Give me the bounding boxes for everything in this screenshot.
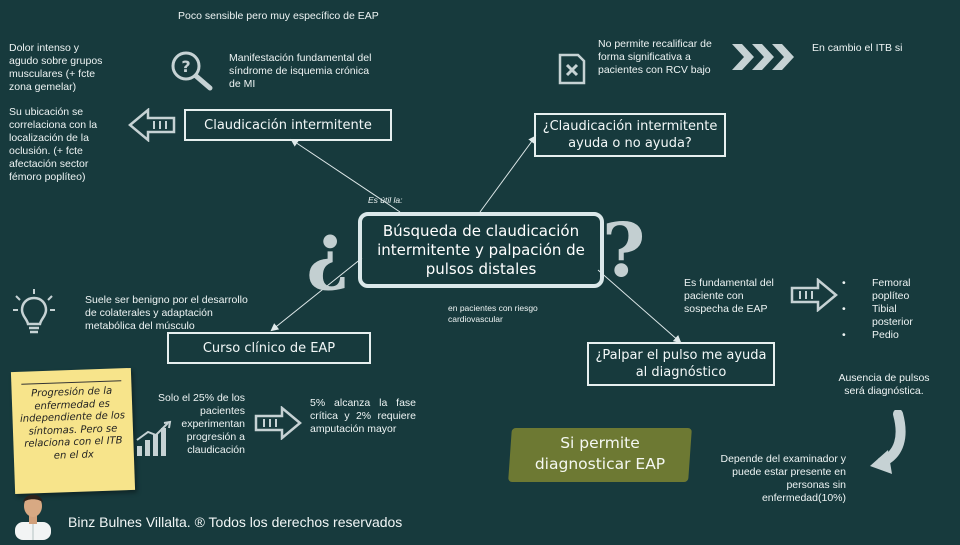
inverted-question-mark: ¿ (306, 208, 350, 294)
pulso-box: ¿Palpar el pulso me ayuda al diagnóstico (587, 342, 775, 386)
svg-text:?: ? (181, 57, 190, 76)
footer-copyright: Binz Bulnes Villalta. ® Todos los derech… (68, 514, 403, 530)
claudicacion-box: Claudicación intermitente (184, 109, 392, 141)
center-prefix: Es útil la: (368, 195, 403, 205)
sticky-note-text: Progresión de la enfermedad es independi… (19, 385, 126, 462)
left-arrow-icon (128, 107, 176, 147)
list-item: Tibial posterior (842, 303, 922, 329)
center-topic: Búsqueda de claudicación intermitente y … (358, 212, 604, 288)
pulso-depende: Depende del examinador y puede estar pre… (720, 453, 847, 504)
question-magnifier-icon: ? (168, 48, 216, 97)
center-suffix: en pacientes con riesgo cardiovascular (448, 303, 538, 324)
curved-arrow-icon (856, 409, 912, 487)
ayuda-itb: En cambio el ITB si (812, 42, 903, 54)
connector-claudicacion (290, 138, 401, 213)
lightbulb-icon (12, 288, 56, 345)
right-arrow-icon (254, 405, 302, 445)
claudicacion-manifest: Manifestación fundamental del síndrome d… (229, 52, 372, 90)
list-item: Femoral poplíteo (842, 277, 922, 303)
pulso-si-permite: Si permite diagnosticar EAP (534, 434, 666, 473)
right-arrow-icon-2 (790, 277, 838, 317)
growth-chart-icon (134, 420, 174, 463)
x-document-icon (556, 52, 588, 91)
triple-chevron-icon (730, 40, 798, 79)
top-note: Poco sensible pero muy específico de EAP (178, 10, 379, 22)
list-item: Pedio (842, 329, 922, 342)
pulso-ausencia: Ausencia de pulsos será diagnóstica. (838, 372, 930, 397)
curso-benigno: Suele ser benigno por el desarrollo de c… (85, 294, 248, 332)
curso-solo25: Solo el 25% de los pacientes experimenta… (158, 392, 245, 456)
pulso-fundamental: Es fundamental del paciente con sospecha… (684, 277, 774, 315)
curso-box: Curso clínico de EAP (167, 332, 371, 364)
pulso-list: Femoral poplíteo Tibial posterior Pedio (842, 277, 922, 342)
connector-ayuda (479, 135, 537, 213)
claudicacion-dolor: Dolor intenso y agudo sobre grupos muscu… (9, 42, 103, 93)
sticky-note: Progresión de la enfermedad es independi… (10, 367, 136, 495)
claudicacion-ubicacion: Su ubicación se correlaciona con la loca… (9, 106, 98, 183)
connector-pulso (597, 269, 682, 344)
connector-curso (270, 257, 363, 332)
question-mark: ? (602, 208, 646, 294)
avatar (10, 488, 56, 545)
curso-critica: 5% alcanza la fase crítica y 2% requiere… (310, 397, 416, 435)
ayuda-no-permite: No permite recalificar de forma signific… (598, 38, 712, 76)
ayuda-box: ¿Claudicación intermitente ayuda o no ay… (534, 113, 726, 157)
